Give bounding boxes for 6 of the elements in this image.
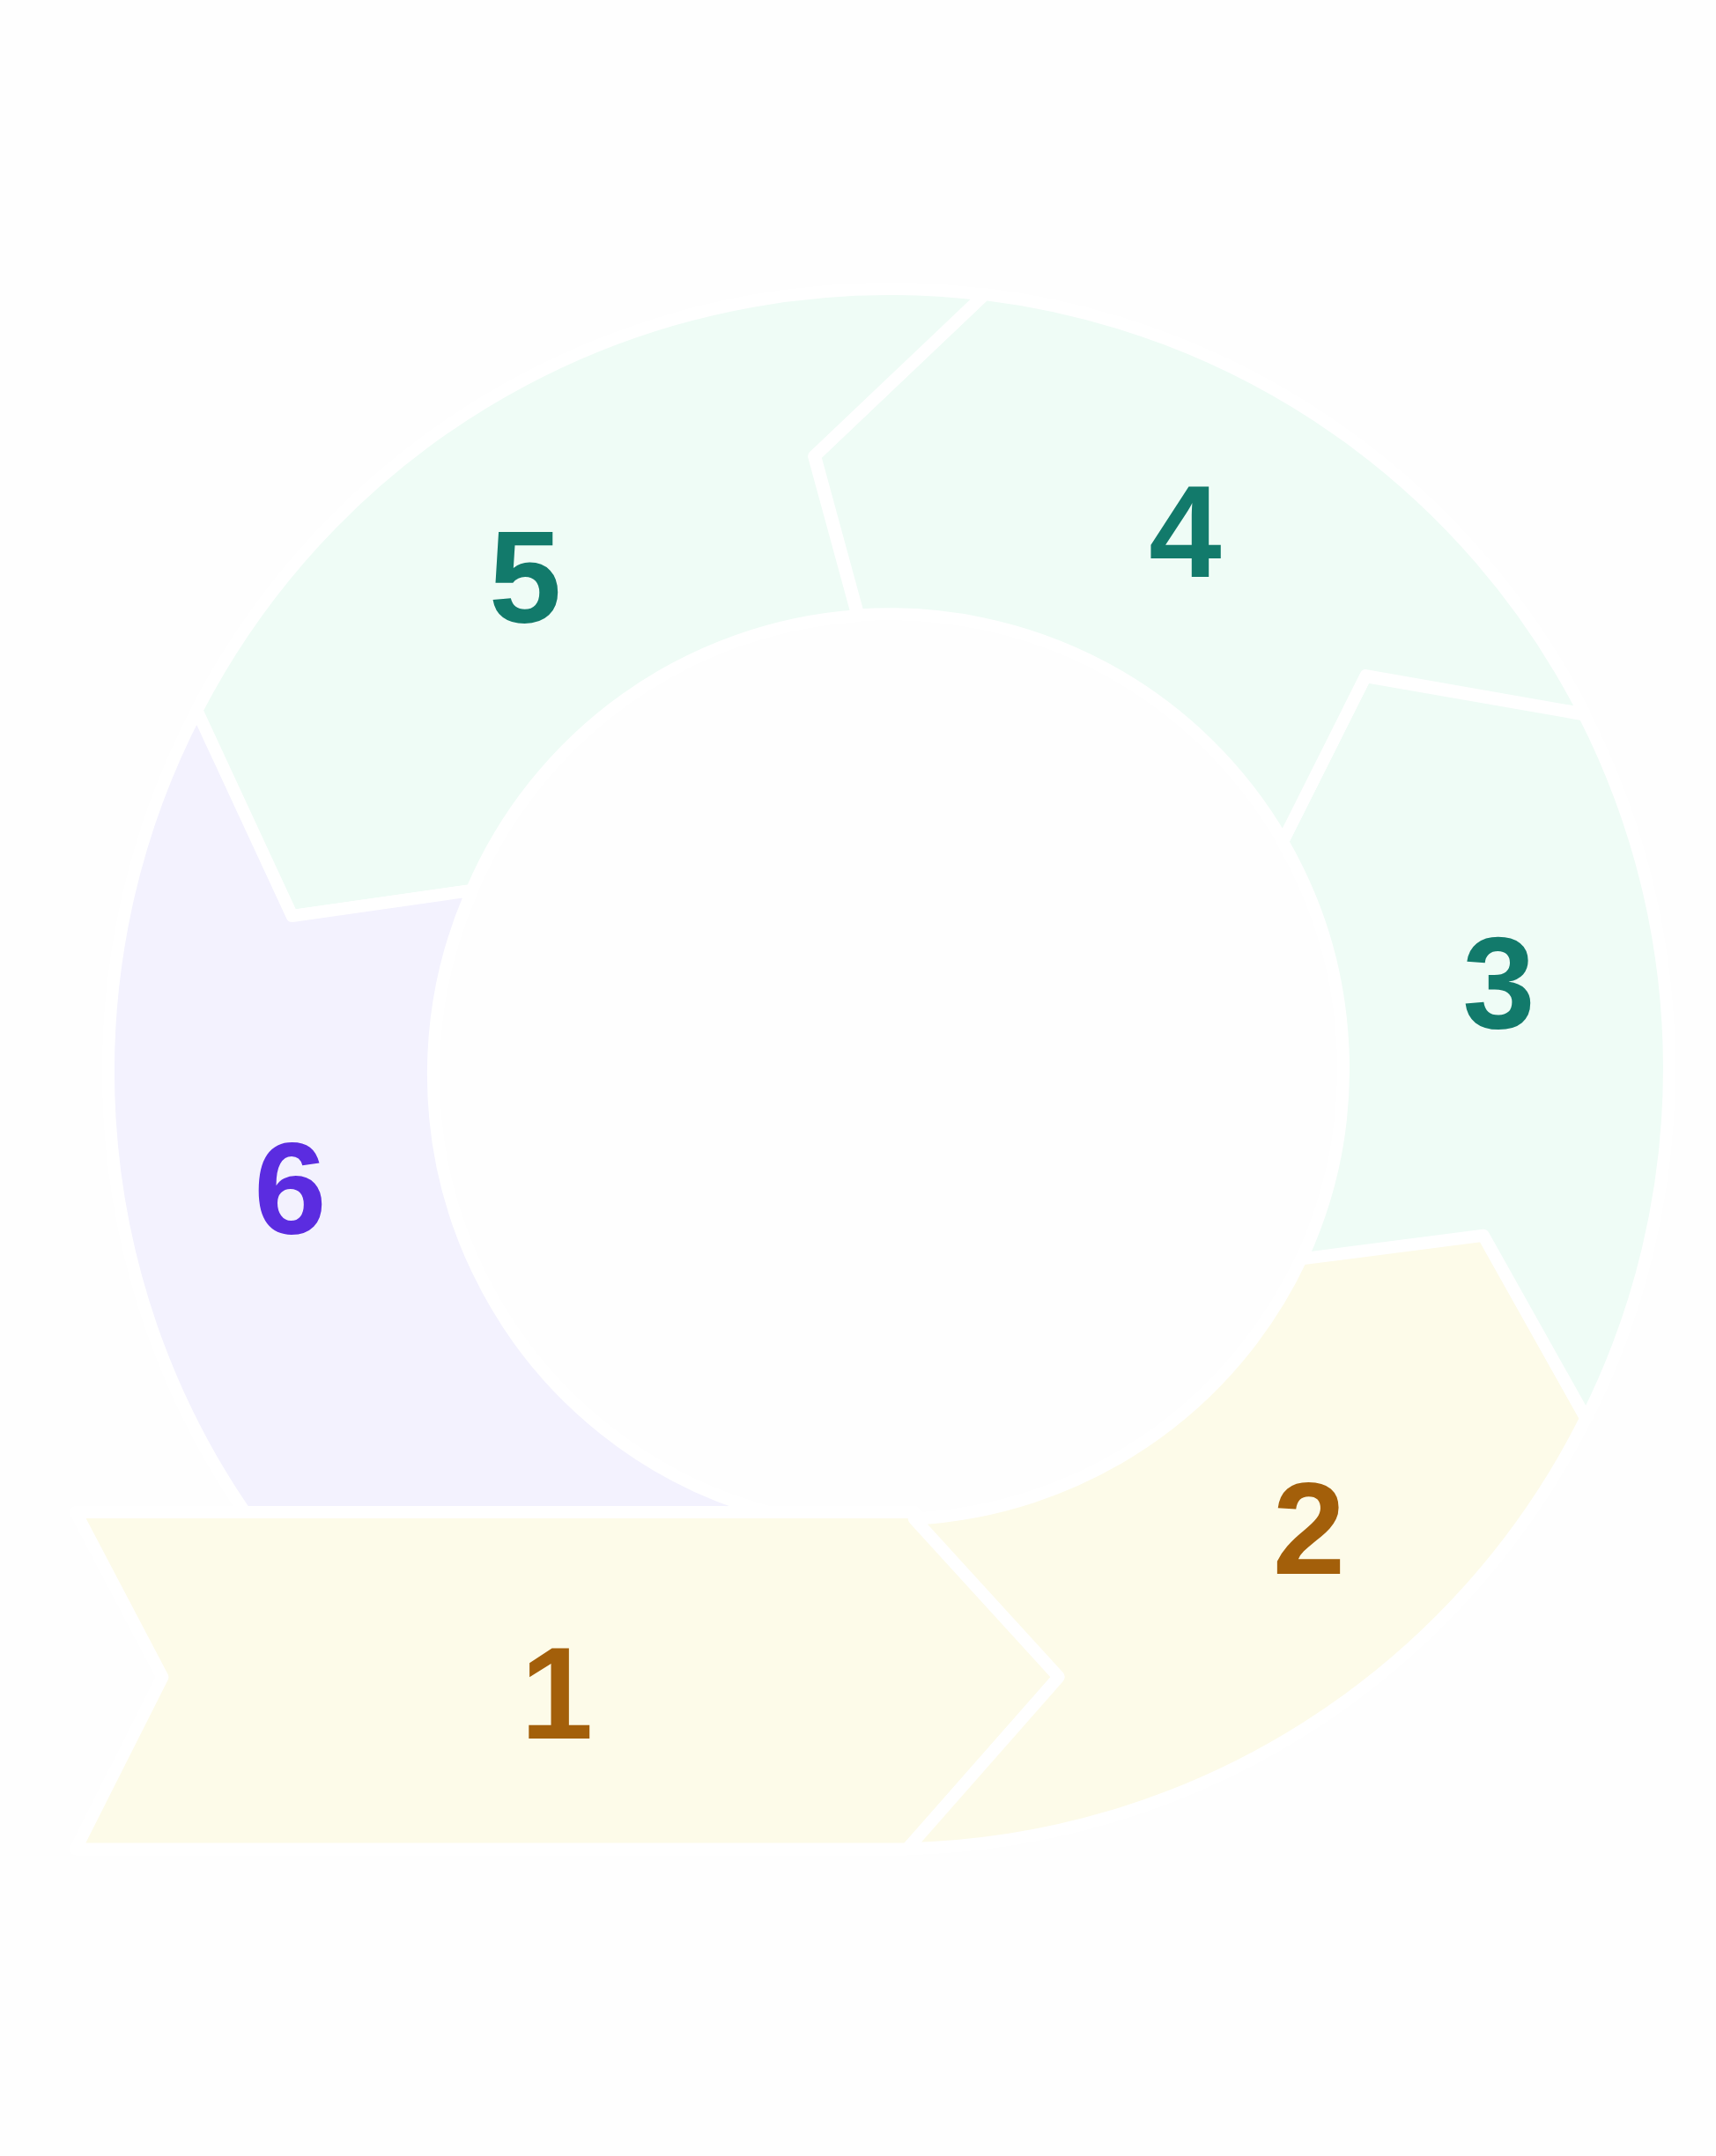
step-number: 5 <box>489 512 562 643</box>
step-number: 3 <box>1462 918 1535 1049</box>
step-number: 2 <box>1272 1463 1346 1594</box>
step-number: 1 <box>521 1628 594 1759</box>
step-number: 6 <box>254 1124 327 1255</box>
step-number: 4 <box>1149 467 1222 598</box>
